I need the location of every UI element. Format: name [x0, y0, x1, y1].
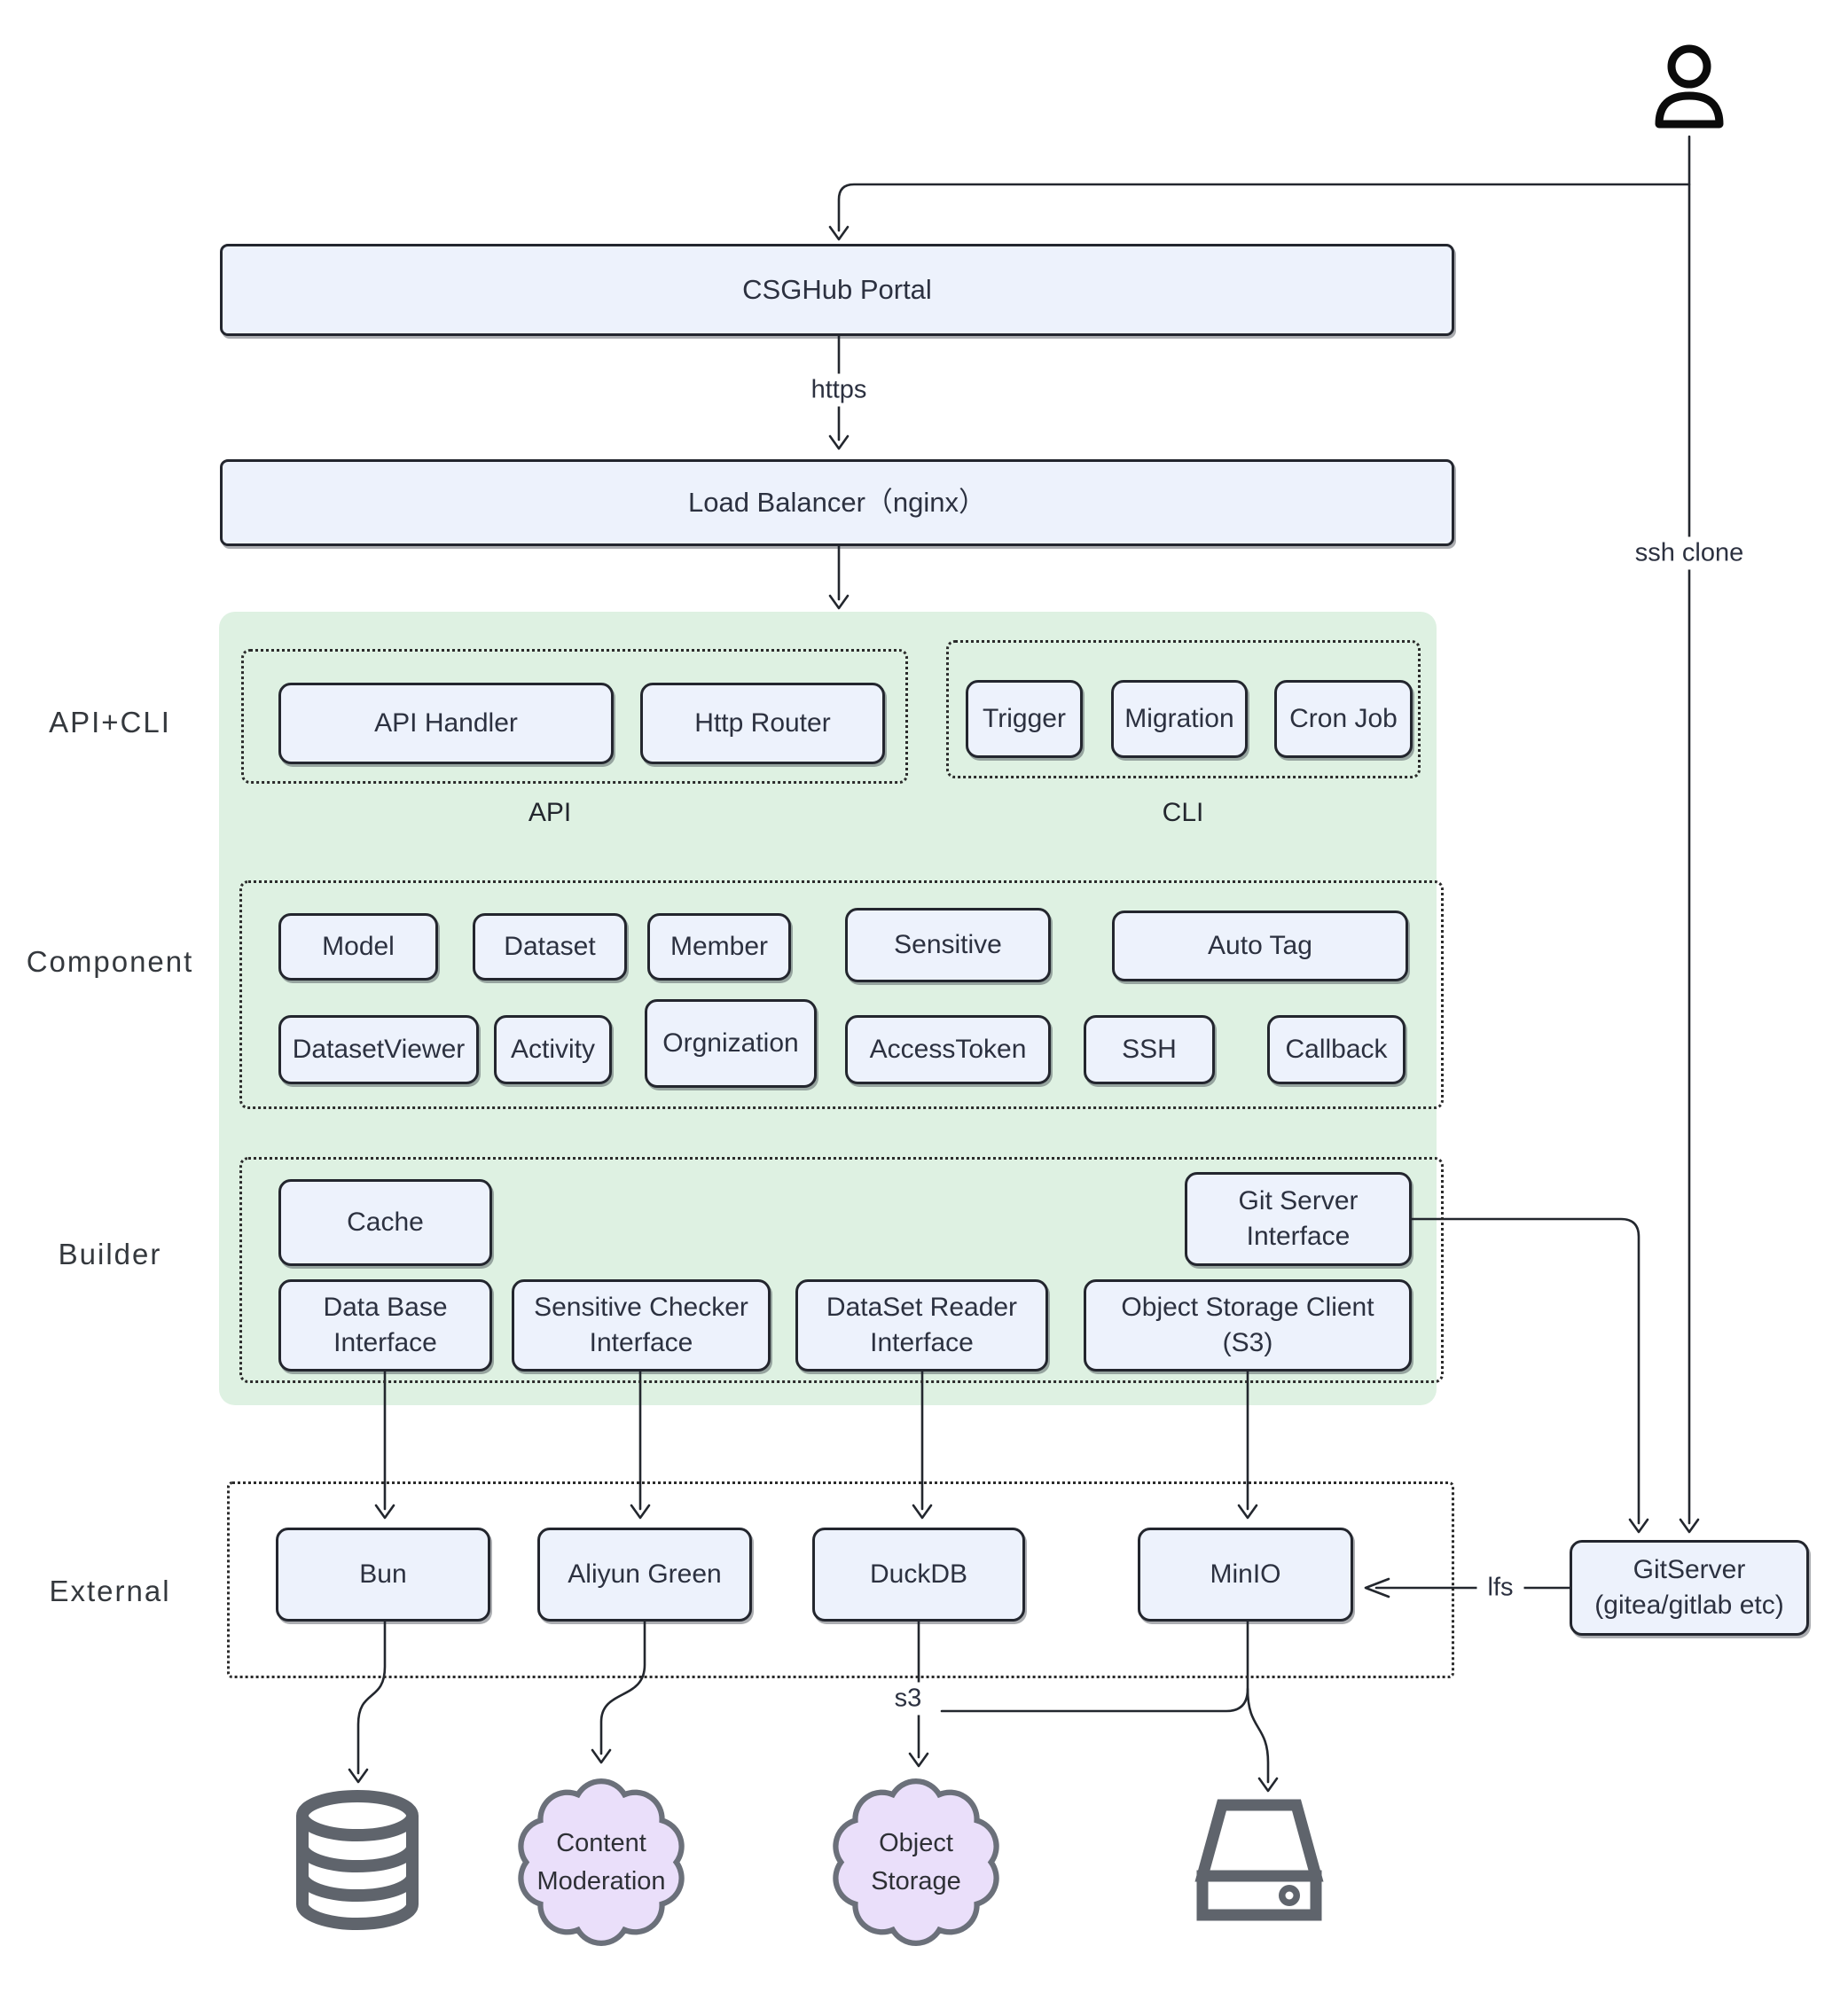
- component-callback: Callback: [1267, 1015, 1406, 1084]
- aliyun-green-box: Aliyun Green: [537, 1528, 752, 1622]
- side-label-component: Component: [26, 945, 194, 978]
- https-label: https: [800, 373, 878, 407]
- side-label-builder: Builder: [58, 1238, 162, 1270]
- user-icon: [1648, 43, 1731, 141]
- edge-gsi-to-gitserver: [1410, 1217, 1649, 1534]
- edge-user-to-portal: [828, 183, 1691, 241]
- edge-minio-to-disk: [1246, 1687, 1279, 1793]
- edge-ssh-clone: [1679, 135, 1700, 1534]
- csghub-portal-box: CSGHub Portal: [220, 244, 1454, 336]
- cron-job-box: Cron Job: [1274, 680, 1413, 758]
- builder-group-box: [239, 1157, 1444, 1383]
- content-moderation-cloud: Content Moderation: [495, 1771, 708, 1953]
- minio-box: MinIO: [1138, 1528, 1353, 1622]
- content-moderation-label: Content Moderation: [536, 1829, 666, 1895]
- load-balancer-box: Load Balancer（nginx）: [220, 459, 1454, 546]
- object-storage-client-box: Object Storage Client (S3): [1084, 1279, 1412, 1372]
- bun-box: Bun: [276, 1528, 490, 1622]
- edge-sensitive-checker-to-aliyun: [630, 1370, 651, 1520]
- git-server-interface-box: Git Server Interface: [1185, 1172, 1412, 1266]
- lfs-label: lfs: [1476, 1571, 1524, 1605]
- duckdb-box: DuckDB: [812, 1528, 1025, 1622]
- http-router-box: Http Router: [640, 683, 885, 764]
- s3-label: s3: [883, 1682, 933, 1716]
- component-activity: Activity: [494, 1015, 612, 1084]
- component-orgnization: Orgnization: [645, 999, 817, 1088]
- component-model: Model: [278, 913, 438, 981]
- cli-group-caption: CLI: [1162, 798, 1204, 827]
- side-label-external: External: [49, 1575, 171, 1607]
- component-dataset-viewer: DatasetViewer: [278, 1015, 479, 1084]
- component-group-box: [239, 880, 1444, 1109]
- database-cylinder-icon: [290, 1789, 425, 1935]
- component-ssh: SSH: [1084, 1015, 1215, 1084]
- cache-box: Cache: [278, 1179, 492, 1266]
- component-access-token: AccessToken: [845, 1015, 1051, 1084]
- git-server-box: GitServer (gitea/gitlab etc): [1570, 1540, 1809, 1636]
- object-storage-cloud: Object Storage: [810, 1771, 1022, 1953]
- migration-box: Migration: [1111, 680, 1248, 758]
- api-group-caption: API: [528, 798, 572, 827]
- edge-bun-to-database: [348, 1620, 387, 1784]
- cli-group-box: [946, 640, 1421, 778]
- external-group-box: [227, 1481, 1454, 1678]
- edge-dataset-reader-to-duckdb: [912, 1370, 933, 1520]
- database-interface-box: Data Base Interface: [278, 1279, 492, 1372]
- edge-db-interface-to-bun: [374, 1370, 395, 1520]
- dataset-reader-interface-box: DataSet Reader Interface: [795, 1279, 1048, 1372]
- trigger-box: Trigger: [966, 680, 1083, 758]
- edge-storage-client-to-minio: [1237, 1370, 1258, 1520]
- component-dataset: Dataset: [473, 913, 627, 981]
- component-member: Member: [647, 913, 791, 981]
- sensitive-checker-interface-box: Sensitive Checker Interface: [512, 1279, 771, 1372]
- edge-lb-to-services: [828, 544, 850, 610]
- api-group-box: [241, 649, 908, 784]
- api-handler-box: API Handler: [278, 683, 614, 764]
- component-auto-tag: Auto Tag: [1112, 911, 1408, 981]
- component-sensitive: Sensitive: [845, 908, 1051, 982]
- object-storage-label: Object Storage: [871, 1829, 961, 1895]
- edge-aliyun-to-content-moderation: [591, 1620, 646, 1764]
- ssh-clone-label: ssh clone: [1624, 536, 1755, 570]
- edge-gitserver-lfs-to-minio: [1364, 1577, 1571, 1598]
- disk-drive-icon: [1193, 1798, 1326, 1927]
- side-label-api-cli: API+CLI: [49, 706, 171, 739]
